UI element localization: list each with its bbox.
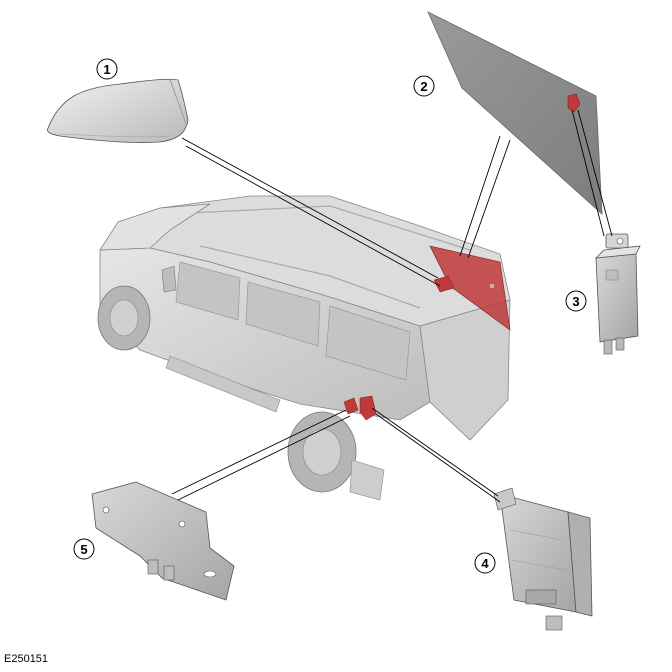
callout-3-label: 3 — [572, 294, 579, 309]
callout-1: 1 — [96, 58, 118, 80]
control-module — [493, 487, 593, 631]
leader-5a — [171, 409, 347, 495]
vehicle-rear-glass-highlight — [429, 245, 511, 331]
callout-4-label: 4 — [481, 556, 489, 571]
callout-4: 4 — [474, 552, 496, 574]
leader-2b — [467, 139, 511, 259]
callout-5: 5 — [73, 538, 95, 560]
rear-window-glass — [427, 11, 603, 215]
glass-antenna-connector — [567, 93, 581, 113]
leader-2a — [459, 135, 501, 257]
callout-3: 3 — [565, 290, 587, 312]
leader-lines — [171, 109, 613, 503]
vehicle-antenna-base-highlight — [433, 275, 455, 293]
callout-5-label: 5 — [80, 542, 87, 557]
antenna-amplifier-module — [594, 233, 641, 355]
leader-5b — [177, 415, 351, 501]
mounting-bracket — [91, 481, 235, 601]
callout-1-label: 1 — [103, 62, 110, 77]
callout-2-label: 2 — [420, 79, 427, 94]
vehicle-body — [97, 195, 511, 501]
leader-1a — [181, 137, 439, 279]
figure-code: E250151 — [4, 653, 49, 665]
vehicle-module-highlight — [343, 395, 377, 421]
leader-3b — [577, 109, 613, 237]
leader-3a — [571, 109, 605, 237]
leader-1b — [185, 145, 441, 287]
leader-4b — [375, 413, 501, 503]
callout-2: 2 — [413, 75, 435, 97]
shark-fin-antenna — [47, 78, 189, 143]
leader-4a — [371, 407, 499, 497]
